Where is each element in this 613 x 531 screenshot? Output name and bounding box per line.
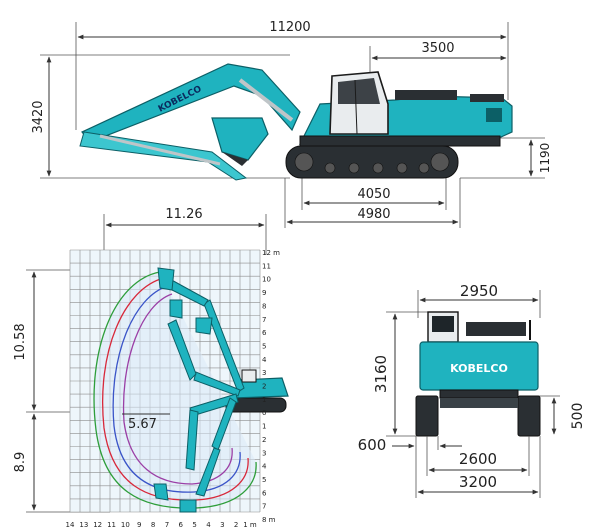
bottom-scale-label: 10 xyxy=(121,521,130,529)
dimension-clearance: 1190 xyxy=(538,143,552,174)
dimension-tumbler-distance: 4050 xyxy=(357,187,390,202)
dimension-total-length: 11200 xyxy=(269,20,310,35)
range-attachment-positions xyxy=(163,277,245,497)
rear-view: 2950 3160 500 KOBELCO 600 2600 xyxy=(358,282,586,498)
bottom-scale-label: 12 xyxy=(93,521,102,529)
bottom-scale-label: 8 xyxy=(151,521,155,529)
bottom-scale-label: 5 xyxy=(192,521,196,529)
range-diagram: 11.26 10.58 8.9 5.67 xyxy=(13,207,289,529)
right-scale-label: 6 xyxy=(262,329,267,337)
bottom-scale-label: 13 xyxy=(79,521,88,529)
right-scale-label: 9 xyxy=(262,289,266,297)
rear-engine-hood xyxy=(466,322,526,336)
dimension-track-gauge: 2600 xyxy=(459,450,497,468)
bottom-scale-label: 11 xyxy=(107,521,116,529)
turntable xyxy=(299,135,501,147)
right-scale-label: 5 xyxy=(262,476,266,484)
bottom-scale-label: 4 xyxy=(206,521,211,529)
right-scale-label: 7 xyxy=(262,316,266,324)
dimension-overall-width: 2950 xyxy=(460,282,498,300)
right-scale-label: 3 xyxy=(262,449,266,457)
envelope-curve-blue xyxy=(112,285,241,493)
right-scale-label: 4 xyxy=(262,356,267,364)
envelope-curve-purple xyxy=(122,293,233,485)
dimension-counterweight-clearance: 500 xyxy=(570,403,586,430)
bottom-scale-label: 2 xyxy=(234,521,238,529)
dimension-vertical-wall: 5.67 xyxy=(128,417,157,432)
dimension-rear-length: 3500 xyxy=(421,41,454,56)
right-scale-label: 2 xyxy=(262,383,266,391)
right-scale-label: 5 xyxy=(262,342,266,350)
right-scale-label: 3 xyxy=(262,369,266,377)
bottom-scale-label: 7 xyxy=(165,521,169,529)
bucket xyxy=(211,117,269,161)
right-scale-label: 10 xyxy=(262,276,271,284)
bottom-scale-label: 1 m xyxy=(243,521,257,529)
rear-track-right xyxy=(517,395,541,437)
rear-track-left xyxy=(415,395,439,437)
dimension-height: 3420 xyxy=(31,100,46,133)
right-scale-label: 1 xyxy=(262,423,266,431)
right-scale-label: 0 xyxy=(262,409,266,417)
dimension-max-dig-depth: 8.9 xyxy=(13,452,28,473)
bottom-scale-label: 14 xyxy=(66,521,75,529)
right-scale-label: 1 xyxy=(262,396,266,404)
right-scale-label: 2 xyxy=(262,436,266,444)
bottom-scale-label: 9 xyxy=(137,521,141,529)
dimension-undercarriage-width: 3200 xyxy=(459,473,497,491)
right-scale-label: 11 xyxy=(262,262,271,270)
right-scale-label: 8 m xyxy=(262,516,276,524)
arm xyxy=(79,131,248,181)
dimension-shoe-width: 600 xyxy=(358,436,387,454)
right-scale-label: 12 m xyxy=(262,249,280,257)
bottom-scale-label: 6 xyxy=(179,521,184,529)
dimension-rear-height: 3160 xyxy=(372,355,390,393)
rear-brand-label: KOBELCO xyxy=(450,362,508,375)
dimension-max-height: 10.58 xyxy=(13,323,28,360)
right-scale-label: 7 xyxy=(262,503,266,511)
right-scale-label: 8 xyxy=(262,302,266,310)
side-view: 11200 3500 3420 1190 4050 4980 xyxy=(31,20,552,228)
right-scale-label: 4 xyxy=(262,463,267,471)
envelope-curve-red xyxy=(102,277,249,501)
bottom-scale-label: 3 xyxy=(220,521,224,529)
rear-undercarriage-frame xyxy=(439,389,519,399)
dimension-max-reach: 11.26 xyxy=(165,207,202,222)
right-scale-label: 6 xyxy=(262,489,267,497)
dimension-track-length: 4980 xyxy=(357,207,390,222)
